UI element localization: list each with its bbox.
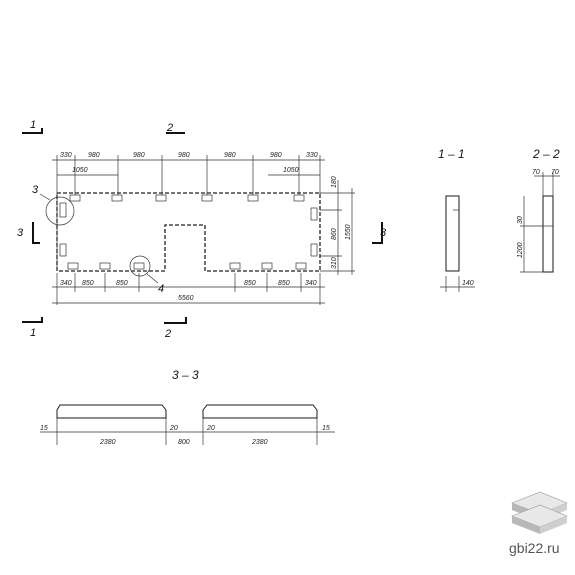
section-1-1-profile	[445, 195, 460, 272]
dim-980: 980	[133, 152, 145, 159]
callout-leader-3	[39, 193, 51, 201]
dim-1050-right: 1050	[283, 167, 299, 174]
dim-980: 980	[224, 152, 236, 159]
dim-20-right: 20	[206, 425, 215, 432]
plan-view	[39, 192, 321, 284]
dim-310: 310	[331, 257, 338, 269]
plan-outline	[56, 192, 321, 272]
section-3-3-left-profile	[56, 404, 167, 419]
loop-bottom-3	[133, 262, 145, 270]
callout-label-4: 4	[158, 283, 164, 295]
watermark-text: gbi22.ru	[509, 540, 560, 556]
loop-left-top	[59, 202, 67, 218]
loop-top-4	[201, 194, 213, 202]
cut-label-3-left: 3	[17, 227, 24, 239]
dim-2380-right: 2380	[251, 439, 268, 446]
dim-70-right: 70	[551, 169, 559, 176]
dim-1550: 1550	[345, 224, 352, 240]
dim-70-left: 70	[532, 169, 540, 176]
loop-right-top	[310, 207, 318, 221]
loop-top-6	[293, 194, 305, 202]
section-2-2-title: 2 – 2	[532, 147, 560, 161]
callout-leader-4	[146, 273, 159, 284]
cut-mark-2-bottom	[164, 317, 187, 324]
dim-20-left: 20	[169, 425, 178, 432]
dim-860: 860	[331, 228, 338, 240]
loop-top-3	[155, 194, 167, 202]
section-2-2-profile	[542, 195, 554, 273]
cut-label-3-right: 3	[380, 227, 387, 239]
section-1-1: 1 – 1 140	[438, 147, 475, 292]
plan-right-dimensions: 180 860 310 1550	[320, 176, 355, 275]
embedded-loops	[59, 194, 318, 270]
dim-980: 980	[270, 152, 282, 159]
dim-980: 980	[178, 152, 190, 159]
stacked-slabs-icon	[511, 491, 568, 534]
section-3-3-title: 3 – 3	[172, 368, 199, 382]
dim-850: 850	[244, 280, 256, 287]
section-3-3: 3 – 3 15 2380 20 800 20 2380 15	[40, 368, 335, 446]
loop-top-1	[69, 194, 81, 202]
loop-bottom-1	[67, 262, 79, 270]
loop-bottom-4	[229, 262, 241, 270]
cut-mark-1-top	[22, 128, 43, 134]
dim-180: 180	[331, 176, 338, 188]
dim-30: 30	[517, 216, 524, 224]
dim-330-right: 330	[306, 152, 318, 159]
dim-15-right: 15	[322, 425, 330, 432]
dim-850: 850	[116, 280, 128, 287]
dim-5560: 5560	[178, 295, 194, 302]
plan-bottom-dimensions: 340 850 850 850 850 340 5560	[52, 273, 325, 305]
loop-bottom-2	[99, 262, 111, 270]
dim-1200: 1200	[517, 242, 524, 258]
dim-800: 800	[178, 439, 190, 446]
loop-left-bottom	[59, 243, 67, 257]
section-markers: 1 1 2 2 3 3 3 4	[17, 119, 387, 340]
loop-top-5	[247, 194, 259, 202]
loop-bottom-6	[295, 262, 307, 270]
plan-top-dimensions: 330 980 980 980 980 980 330 1050 1050	[52, 152, 325, 195]
loop-bottom-5	[261, 262, 273, 270]
dim-980: 980	[88, 152, 100, 159]
dim-15-left: 15	[40, 425, 48, 432]
dim-1050-left: 1050	[72, 167, 88, 174]
loop-right-bottom	[310, 243, 318, 257]
loop-top-2	[111, 194, 123, 202]
dim-140: 140	[462, 280, 474, 287]
callout-circle-4	[129, 255, 151, 277]
callout-label-3: 3	[32, 184, 39, 196]
cut-label-1-top: 1	[30, 119, 36, 131]
dim-340-left: 340	[60, 280, 72, 287]
dim-340-right: 340	[305, 280, 317, 287]
cut-label-2-top: 2	[166, 122, 173, 134]
dim-2380-left: 2380	[99, 439, 116, 446]
dim-850: 850	[82, 280, 94, 287]
dim-850: 850	[278, 280, 290, 287]
section-3-3-right-profile	[202, 404, 318, 419]
section-1-1-title: 1 – 1	[438, 147, 465, 161]
cut-mark-3-left	[32, 222, 40, 244]
dim-330-left: 330	[60, 152, 72, 159]
cut-label-2-bottom: 2	[164, 328, 171, 340]
cut-mark-1-bottom	[22, 317, 43, 323]
callout-circle-3	[45, 196, 75, 226]
section-2-2: 2 – 2 70 70 30 1200	[517, 147, 560, 273]
cut-mark-3-right	[372, 222, 383, 244]
cut-label-1-bottom: 1	[30, 327, 36, 339]
